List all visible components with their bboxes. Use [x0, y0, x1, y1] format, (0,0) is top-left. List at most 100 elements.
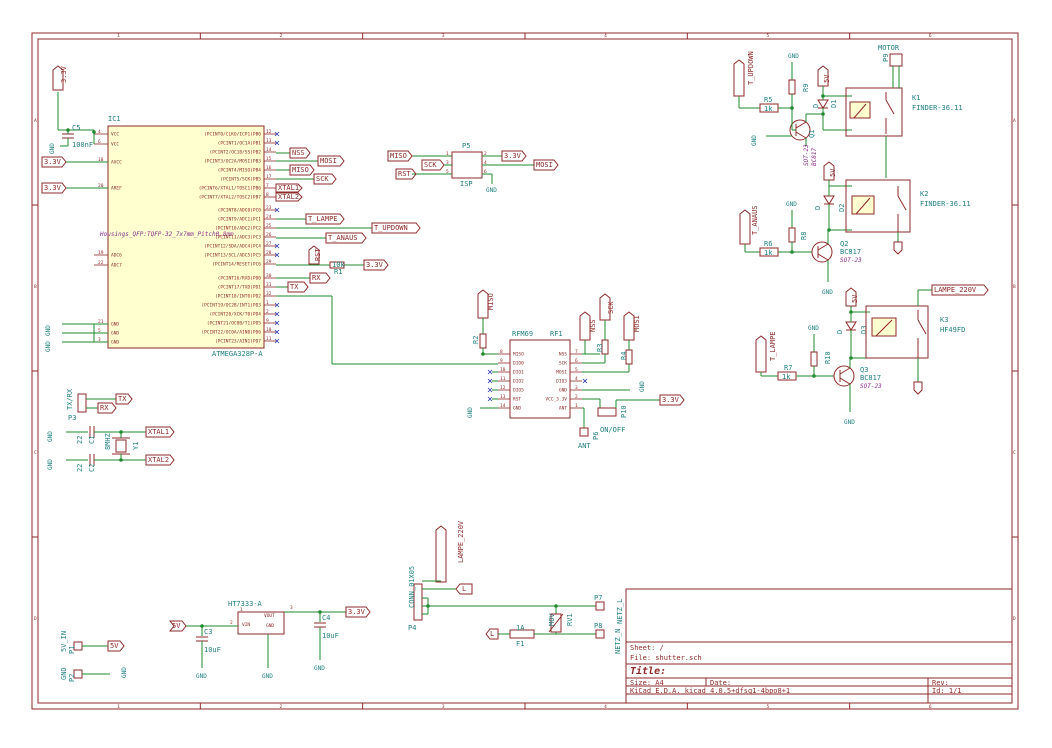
- svg-text:GND: GND: [266, 623, 274, 629]
- svg-text:GND: GND: [467, 407, 474, 418]
- svg-text:P2: P2: [68, 674, 76, 682]
- rf-pin-num: 1: [575, 403, 578, 409]
- frame-row-label: B: [34, 284, 37, 290]
- svg-text:XTAL2: XTAL2: [148, 456, 169, 464]
- rf-pin-num: 11: [500, 376, 506, 382]
- svg-text:R10: R10: [824, 351, 832, 364]
- ic1-pin-name: VCC: [111, 132, 119, 138]
- ic1-pin-num: 30: [266, 273, 272, 279]
- ic1-pin-num: 32: [266, 291, 272, 297]
- svg-text:2: 2: [230, 620, 233, 626]
- ic1-pin-name: (PCINT20/XCK/T0)PD4: [210, 312, 262, 318]
- svg-text:SOT-23: SOT-23: [803, 144, 810, 166]
- frame-col-label: 5: [767, 704, 770, 710]
- svg-text:NSS: NSS: [589, 319, 597, 332]
- svg-text:FINDER-36.11: FINDER-36.11: [920, 200, 971, 208]
- svg-text:R7: R7: [784, 364, 792, 372]
- ic1-pin-num: 11: [266, 336, 272, 342]
- svg-text:MOSI: MOSI: [536, 161, 553, 169]
- svg-text:GND: GND: [121, 667, 128, 678]
- frame-row-label: C: [34, 450, 37, 456]
- svg-text:3.3V: 3.3V: [60, 65, 68, 83]
- svg-text:5V: 5V: [110, 642, 119, 650]
- power-in-p1[interactable]: 5V 5V_IN P1: [60, 631, 125, 654]
- svg-text:K3: K3: [940, 316, 948, 324]
- svg-text:C3: C3: [204, 628, 212, 636]
- svg-text:22: 22: [76, 436, 84, 444]
- ic1-pin-num: 15: [266, 156, 272, 162]
- svg-text:VOUT: VOUT: [264, 613, 275, 619]
- regulator-ht7333[interactable]: HT7333-A VIN VOUT GND 1 2 3 C3 10uF GND …: [168, 600, 371, 680]
- crystal-y1[interactable]: 8MHZ Y1 22 C1 22 C2 GND GND XTAL1 XTAL2: [47, 426, 175, 472]
- svg-text:SOT-23: SOT-23: [840, 257, 862, 264]
- power-gnd-p2[interactable]: GND GND P2: [60, 667, 128, 682]
- svg-text:Y1: Y1: [132, 442, 140, 450]
- svg-text:ON/OFF: ON/OFF: [600, 426, 625, 434]
- svg-text:R5: R5: [764, 96, 772, 104]
- svg-text:5V: 5V: [172, 622, 181, 630]
- rf-pin-name: NSS: [559, 352, 567, 358]
- ic1-pin-num: 31: [266, 282, 272, 288]
- frame-col-label: 3: [442, 33, 445, 39]
- tb-file: File: shutter.sch: [630, 654, 702, 662]
- rf-pin-name: DIO2: [513, 379, 524, 385]
- ic1-pin-num: 5: [98, 328, 101, 334]
- ic1-pin-num: 10: [266, 327, 272, 333]
- frame-col-label: 6: [929, 33, 932, 39]
- ic1-pin-name: (PCINT23/AIN1)PD7: [215, 339, 261, 345]
- svg-text:5: 5: [446, 169, 449, 175]
- ic1-pin-name: AVCC: [111, 160, 122, 166]
- svg-text:C4: C4: [322, 614, 330, 622]
- svg-text:F1: F1: [516, 640, 524, 648]
- svg-text:D: D: [836, 330, 844, 334]
- rfm69-module[interactable]: RFM69 RF1 MISO8DIO09DIO110DIO211DIO512RS…: [467, 289, 685, 450]
- ic1-pin-name: (PCINT2/OC1B/SS)PB2: [210, 150, 262, 156]
- ic1-pin-name: (PCINT1/OC1A)PB1: [218, 141, 262, 147]
- ic1-power-wiring: C5 100nF GND GND GND: [45, 92, 108, 352]
- relay-k3-circuit[interactable]: T_LAMPE R7 1k R10 GND GND Q3 BC817 SOT-2…: [755, 284, 989, 426]
- rf-pin-name: GND: [513, 406, 521, 412]
- ic1-atmega328p[interactable]: IC1 ATMEGA328P-A Housings_QFP:TQFP-32_7x…: [94, 115, 276, 358]
- ic1-pin-name: (PCINT22/OC0A/AIN0)PD6: [201, 330, 261, 336]
- svg-text:1A: 1A: [516, 624, 525, 632]
- ic1-pin-name: (PCINT11/ADC3)PC3: [215, 235, 261, 241]
- svg-text:D: D: [812, 104, 820, 108]
- svg-text:P5: P5: [462, 142, 470, 150]
- rf-pin-num: 2: [575, 394, 578, 400]
- svg-text:ISP: ISP: [460, 180, 473, 188]
- txrx-header-p3[interactable]: TX/RX P3 TX RX: [66, 388, 133, 422]
- svg-text:R2: R2: [472, 336, 480, 344]
- svg-text:GND: GND: [196, 673, 207, 680]
- svg-text:C2: C2: [88, 464, 96, 472]
- svg-text:P3: P3: [68, 414, 76, 422]
- frame-col-label: 6: [929, 704, 932, 710]
- ic1-pin-num: 26: [266, 232, 272, 238]
- svg-text:1k: 1k: [782, 373, 791, 381]
- relay-k2-circuit[interactable]: T_ANAUS R6 1k R8 GND GND Q2 BC817 SOT-23…: [739, 161, 971, 296]
- svg-text:10uF: 10uF: [322, 632, 339, 640]
- svg-text:P1: P1: [68, 646, 76, 654]
- mains-section[interactable]: CONN_01X05 P4 L LAMPE_220V MOV RV1 L 1A …: [408, 520, 624, 654]
- svg-text:4: 4: [484, 160, 487, 166]
- rf-pin-num: 6: [575, 358, 578, 364]
- svg-text:3.3V: 3.3V: [662, 396, 680, 404]
- ic1-pin-name: (PCINT16/RXD)PD0: [218, 276, 262, 282]
- svg-text:TX/RX: TX/RX: [66, 388, 74, 410]
- net-rst-ic1: RST: [314, 248, 322, 261]
- ic1-footprint: Housings_QFP:TQFP-32_7x7mm_Pitch0.8mm: [99, 231, 234, 238]
- ic1-pin-num: 23: [266, 205, 272, 211]
- svg-text:GND: GND: [314, 665, 325, 672]
- ic1-pin-name: (PCINT3/OC2A/MOSI)PB3: [204, 159, 261, 165]
- net-t-updown: T_UPDOWN: [374, 224, 408, 232]
- svg-text:3.3V: 3.3V: [348, 608, 366, 616]
- svg-text:5V: 5V: [823, 74, 831, 83]
- svg-text:R9: R9: [802, 84, 810, 92]
- rf-pin-name: DIO0: [513, 361, 524, 367]
- tb-rev: Rev:: [932, 679, 949, 687]
- tb-date: Date:: [710, 679, 731, 687]
- relay-k1-circuit[interactable]: T_UPDOWN R5 1k R9 GND GND Q1 BC817 SOT-2…: [733, 44, 963, 178]
- svg-text:FINDER-36.11: FINDER-36.11: [912, 104, 963, 112]
- net-rx-ic1: RX: [312, 274, 321, 282]
